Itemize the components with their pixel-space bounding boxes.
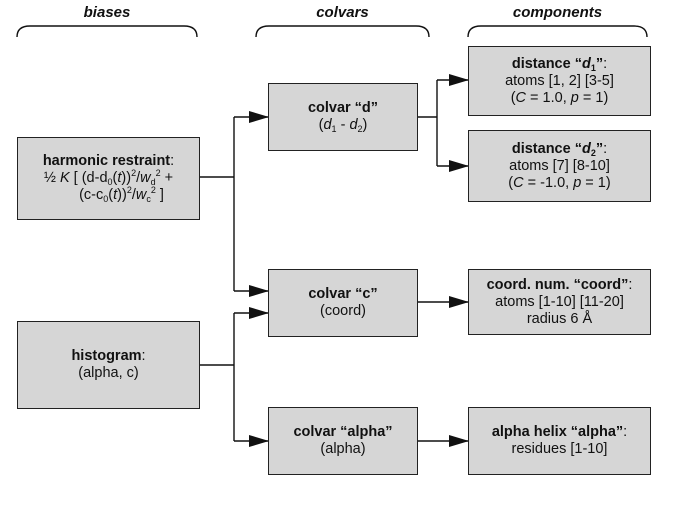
biases-brace xyxy=(16,25,198,38)
colvar-d-expr: (d1 - d2) xyxy=(318,117,368,134)
colvar-d-title: colvar “d” xyxy=(307,100,379,116)
coord-radius: radius 6 Å xyxy=(526,310,593,327)
d1-atoms: atoms [1, 2] [3-5] xyxy=(505,72,614,89)
d2-atoms: atoms [7] [8-10] xyxy=(509,157,610,174)
histogram-args: (alpha, c) xyxy=(78,365,139,381)
header-colvars: colvars xyxy=(316,4,369,21)
header-biases: biases xyxy=(83,4,131,21)
harmonic-title: harmonic restraint xyxy=(42,153,171,169)
component-d2-box: distance “d2”: atoms [7] [8-10] (C = -1.… xyxy=(468,130,651,202)
d1-coefs: (C = 1.0, p = 1) xyxy=(510,89,609,106)
header-components: components xyxy=(512,4,603,21)
formula-line-1: ½ K [ (d-d0(t))2/wd2 + xyxy=(43,168,174,187)
components-brace xyxy=(467,25,648,38)
colvar-c-args: (coord) xyxy=(320,303,366,319)
coord-atoms: atoms [1-10] [11-20] xyxy=(495,293,624,310)
harmonic-restraint-box: harmonic restraint: ½ K [ (d-d0(t))2/wd2… xyxy=(17,137,200,220)
colvar-alpha-title: colvar “alpha” xyxy=(293,424,393,440)
component-coord-box: coord. num. “coord”: atoms [1-10] [11-20… xyxy=(468,269,651,335)
component-alpha-helix-box: alpha helix “alpha”: residues [1-10] xyxy=(468,407,651,475)
coord-title: coord. num. “coord” xyxy=(486,276,629,293)
alpha-helix-residues: residues [1-10] xyxy=(511,441,608,457)
harmonic-colon: : xyxy=(170,153,175,169)
colvars-brace xyxy=(255,25,430,38)
alpha-helix-title: alpha helix “alpha” xyxy=(491,424,624,440)
histogram-box: histogram: (alpha, c) xyxy=(17,321,200,409)
histogram-title: histogram xyxy=(71,348,142,364)
colvar-alpha-box: colvar “alpha” (alpha) xyxy=(268,407,418,475)
colvar-c-box: colvar “c” (coord) xyxy=(268,269,418,337)
colvar-d-box: colvar “d” (d1 - d2) xyxy=(268,83,418,151)
colvar-alpha-args: (alpha) xyxy=(320,441,366,457)
formula-line-2: (c-c0(t))2/wc2 ] xyxy=(79,185,164,204)
colvar-c-title: colvar “c” xyxy=(308,286,378,302)
d2-coefs: (C = -1.0, p = 1) xyxy=(508,174,611,191)
d2-title: distance “d2” xyxy=(511,140,604,158)
component-d1-box: distance “d1”: atoms [1, 2] [3-5] (C = 1… xyxy=(468,46,651,116)
d1-title: distance “d1” xyxy=(511,55,604,73)
